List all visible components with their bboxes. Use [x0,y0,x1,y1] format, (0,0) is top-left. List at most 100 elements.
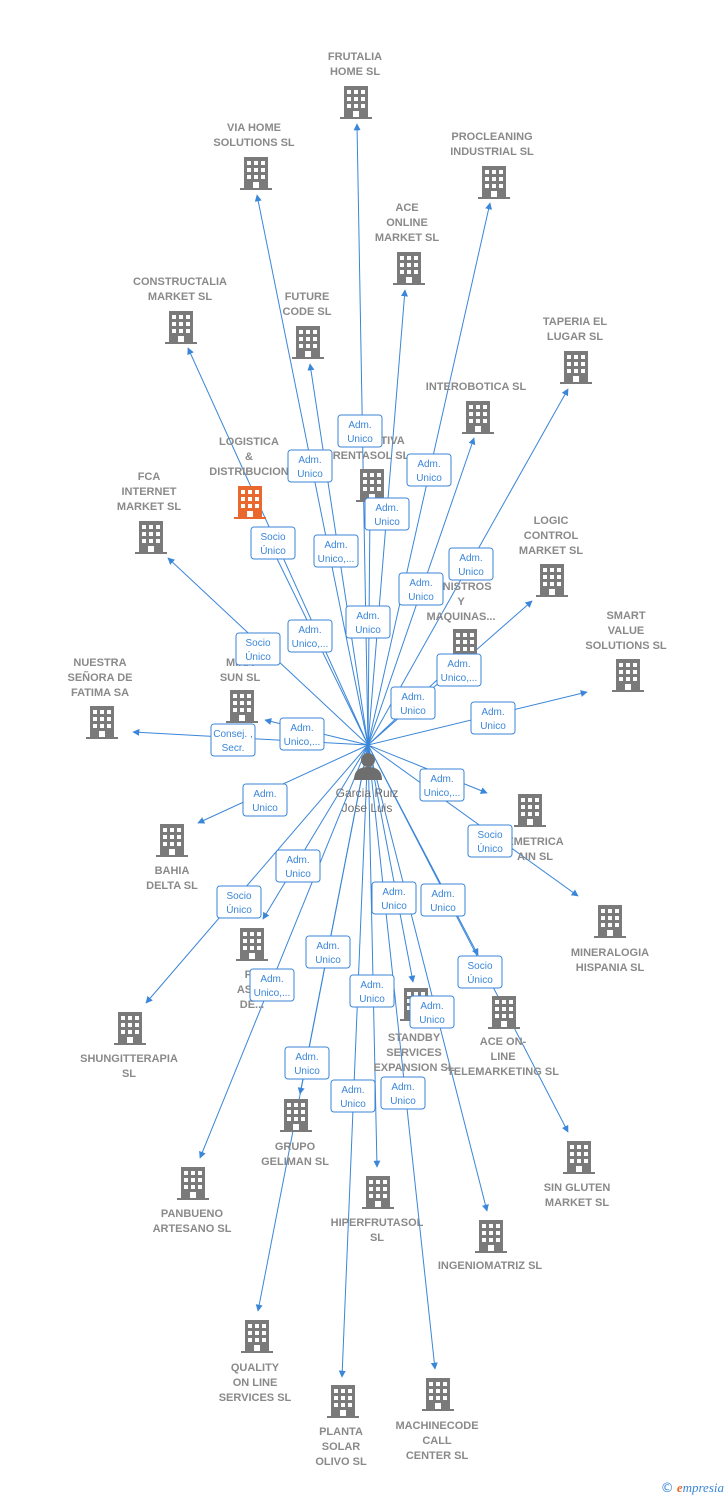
role-badge-geometrica[interactable]: Adm.Unico,... [419,768,465,802]
company-name-line: SOLAR [322,1441,361,1453]
company-name-line: MARKET SL [545,1197,609,1209]
building-icon [612,659,644,692]
role-badge-grupo-geliman[interactable]: Adm.Unico [305,935,351,969]
company-node-logistica[interactable]: LOGISTICA&DISTRIBUCION [209,436,289,519]
badge-text: Adm. [348,420,371,431]
badge-text: Unico,... [318,554,355,565]
company-name-line: STANDBY [388,1032,441,1044]
company-name-line: DE... [240,999,264,1011]
company-name-line: PANBUENO [161,1208,224,1220]
role-badge-administrativa[interactable]: Adm.Unico [345,605,391,639]
badge-box [279,717,325,751]
building-icon [226,690,258,723]
role-badge-smart-value[interactable]: Adm.Unico [470,701,516,735]
company-name-line: VIA HOME [227,122,281,134]
role-badge-fca[interactable]: Adm.Unico,... [287,619,333,653]
building-icon [475,1220,507,1253]
building-icon [292,326,324,359]
company-node-suministros[interactable]: MINISTROSYMAQUINAS... [426,581,496,662]
role-badge-ace-on-line[interactable]: Adm.Unico [420,883,466,917]
badge-box [337,414,383,448]
role-badge-frutalia[interactable]: Adm.Unico [337,414,383,448]
role-badge-nuestra[interactable]: Consej. ,Secr. [210,723,256,757]
company-name-line: LINE [490,1051,515,1063]
badge-text: Unico [458,567,484,578]
role-badge-future-code[interactable]: Adm.Unico,... [313,534,359,568]
badge-text: Unico [381,901,407,912]
role-badge-fuente[interactable]: Adm.Unico [275,849,321,883]
role-badge-suministros[interactable]: Adm.Unico [390,686,436,720]
role-badge-mira-sun[interactable]: Adm.Unico,... [279,717,325,751]
company-name-line: INGENIOMATRIZ SL [438,1260,543,1272]
role-badge-procleaning[interactable]: Adm.Unico [406,453,452,487]
badge-box [436,653,482,687]
badge-text: Socio [226,891,251,902]
badge-box [235,632,281,666]
company-name-line: GRUPO [275,1141,316,1153]
company-node-ingeniomatriz[interactable]: INGENIOMATRIZ SL [438,1220,543,1272]
badge-text: Adm. [447,659,470,670]
role-badge-panbueno[interactable]: Adm.Unico,... [249,968,295,1002]
role-badge-ingeniomatriz[interactable]: Adm.Unico [409,995,455,1029]
company-node-interobotica[interactable]: INTEROBOTICA SL [426,381,527,434]
company-name-line: SL [370,1232,384,1244]
company-node-mira-sun[interactable]: MIRASUN SL [220,657,261,723]
company-name-line: INTERNET [122,486,177,498]
role-badge-planta-solar[interactable]: Adm.Unico [330,1079,376,1113]
role-badge-machinecode[interactable]: Adm.Unico [380,1076,426,1110]
role-badge-quality[interactable]: Adm.Unico [284,1046,330,1080]
company-name-line: SHUNGITTERAPIA [80,1053,178,1065]
badge-text: Único [260,544,286,557]
company-name-line: HISPANIA SL [576,962,645,974]
company-name-line: MACHINECODE [395,1420,478,1432]
company-name-line: DISTRIBUCION [209,466,289,478]
role-badge-ace-online[interactable]: Adm.Unico [364,497,410,531]
badge-text: Adm. [481,707,504,718]
badge-text: Socio [477,830,502,841]
role-badge-standby[interactable]: Adm.Unico [371,881,417,915]
role-badge-taperia[interactable]: Adm.Unico [448,547,494,581]
role-badge-bahia[interactable]: Adm.Unico [242,783,288,817]
role-badge-logic-control[interactable]: Adm.Unico,... [436,653,482,687]
building-icon [488,996,520,1029]
badge-text: Socio [245,638,270,649]
role-badge-via-home[interactable]: Adm.Unico [287,449,333,483]
badge-text: Único [245,650,271,663]
badge-text: Unico [430,903,456,914]
role-badge-hiperfrutasol[interactable]: Adm.Unico [349,974,395,1008]
center-person[interactable]: Garcia Ruiz Jose Luis [336,753,399,815]
badge-text: Unico [315,955,341,966]
role-badge-interobotica[interactable]: Adm.Unico [398,572,444,606]
badge-text: Adm. [430,774,453,785]
